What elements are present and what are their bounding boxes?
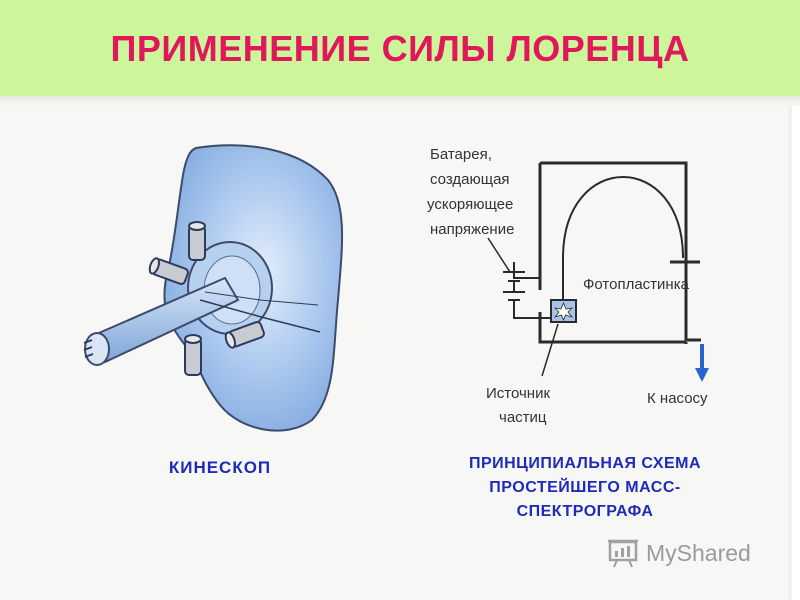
- kinescope-illustration: [83, 144, 344, 432]
- battery-label-line3: ускоряющее: [427, 196, 513, 213]
- title-band: [0, 0, 800, 96]
- page-title: ПРИМЕНЕНИЕ СИЛЫ ЛОРЕНЦА: [110, 28, 690, 69]
- scan-shadow: [0, 96, 800, 106]
- mass-spectrograph-diagram: Батарея, создающая ускоряющее напряжение…: [427, 146, 709, 426]
- spectrograph-caption-line1: ПРИНЦИПИАЛЬНАЯ СХЕМА: [468, 455, 702, 472]
- pump-label: К насосу: [647, 390, 708, 407]
- spectrograph-caption-line2: ПРОСТЕЙШЕГО МАСС-: [489, 479, 681, 496]
- photo-plate-label: Фотопластинка: [583, 276, 690, 293]
- deflection-coil-left: [148, 257, 189, 285]
- source-label-line2: частиц: [499, 409, 547, 426]
- deflection-coil-bottom: [184, 334, 202, 376]
- presentation-icon: [608, 539, 638, 568]
- kinescope-caption: КИНЕСКОП: [168, 458, 272, 477]
- battery-label-line2: создающая: [430, 171, 510, 188]
- watermark-text: MyShared: [646, 540, 751, 566]
- myshared-watermark: MyShared: [606, 536, 776, 572]
- vacuum-chamber: [540, 161, 701, 342]
- spectrograph-caption: ПРИНЦИПИАЛЬНАЯ СХЕМА ПРОСТЕЙШЕГО МАСС- С…: [430, 452, 740, 524]
- deflection-coil-right: [224, 321, 265, 349]
- particle-trajectory: [562, 176, 684, 300]
- source-label-line1: Источник: [486, 385, 550, 402]
- battery-label-line4: напряжение: [430, 221, 514, 238]
- pump-arrow: [695, 368, 709, 382]
- spectrograph-caption-line3: СПЕКТРОГРАФА: [516, 503, 654, 520]
- deflection-coil-top: [188, 221, 206, 261]
- battery-label-line1: Батарея,: [430, 146, 492, 163]
